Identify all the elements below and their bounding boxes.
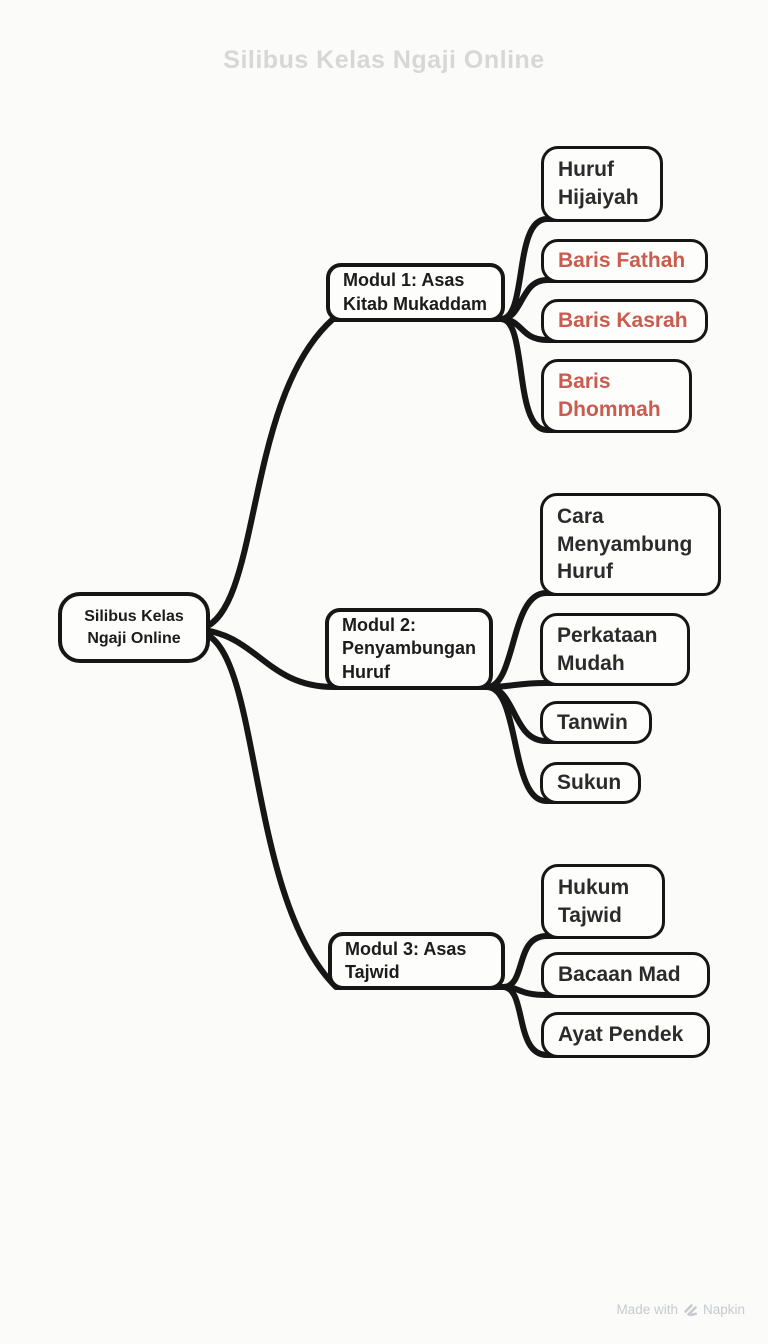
napkin-watermark: Made with Napkin [616, 1302, 745, 1317]
branch-module2-to-leaf1 [484, 590, 575, 690]
module-node-2: Modul 2: Penyambungan Huruf [325, 608, 493, 690]
leaf-node-label: Bacaan Mad [558, 963, 681, 987]
leaf-node-label: Huruf Hijaiyah [558, 158, 639, 209]
module-node-label: Modul 1: Asas Kitab Mukaddam [343, 270, 488, 314]
leaf-node-label: Cara Menyambung Huruf [557, 504, 693, 584]
leaf-node-perkataan-mudah: Perkataan Mudah [540, 613, 690, 686]
module-node-label: Modul 2: Penyambungan Huruf [342, 615, 477, 682]
leaf-node-baris-dhommah: Baris Dhommah [541, 359, 692, 433]
watermark-brand-text: Napkin [702, 1302, 745, 1317]
module-node-3: Modul 3: Asas Tajwid [328, 932, 505, 990]
branch-root-to-module1 [200, 316, 504, 631]
root-node-label: Silibus Kelas Ngaji Online [84, 607, 184, 647]
leaf-node-label: Baris Fathah [558, 249, 686, 273]
watermark-prefix-text: Made with [616, 1302, 678, 1317]
leaf-node-label: Tanwin [557, 710, 628, 734]
leaf-node-label: Perkataan Mudah [557, 623, 658, 675]
leaf-node-label: Baris Dhommah [558, 370, 661, 421]
branch-root-to-module3 [200, 630, 506, 990]
leaf-node-baris-fathah: Baris Fathah [541, 239, 708, 283]
leaf-node-hukum-tajwid: Hukum Tajwid [541, 864, 665, 939]
napkin-lightning-icon [683, 1303, 698, 1317]
branch-root-to-module2 [200, 627, 490, 690]
leaf-node-cara-menyambung-huruf: Cara Menyambung Huruf [540, 493, 721, 596]
leaf-node-label: Baris Kasrah [558, 309, 688, 333]
leaf-node-ayat-pendek: Ayat Pendek [541, 1012, 710, 1058]
leaf-node-label: Hukum Tajwid [558, 875, 630, 927]
leaf-node-sukun: Sukun [540, 762, 641, 804]
leaf-node-huruf-hijaiyah: Huruf Hijaiyah [541, 146, 663, 222]
leaf-node-bacaan-mad: Bacaan Mad [541, 952, 710, 998]
leaf-node-tanwin: Tanwin [540, 701, 652, 744]
branch-module3-to-leaf3 [500, 984, 575, 1058]
page-title: Silibus Kelas Ngaji Online [223, 46, 545, 74]
leaf-node-label: Sukun [557, 771, 622, 795]
leaf-node-baris-kasrah: Baris Kasrah [541, 299, 708, 343]
leaf-node-label: Ayat Pendek [558, 1023, 684, 1047]
root-node: Silibus Kelas Ngaji Online [58, 592, 210, 663]
branch-module1-to-leaf4 [498, 316, 575, 433]
module-node-label: Modul 3: Asas Tajwid [345, 938, 467, 982]
module-node-1: Modul 1: Asas Kitab Mukaddam [326, 263, 505, 322]
branch-module2-to-leaf4 [484, 684, 575, 804]
